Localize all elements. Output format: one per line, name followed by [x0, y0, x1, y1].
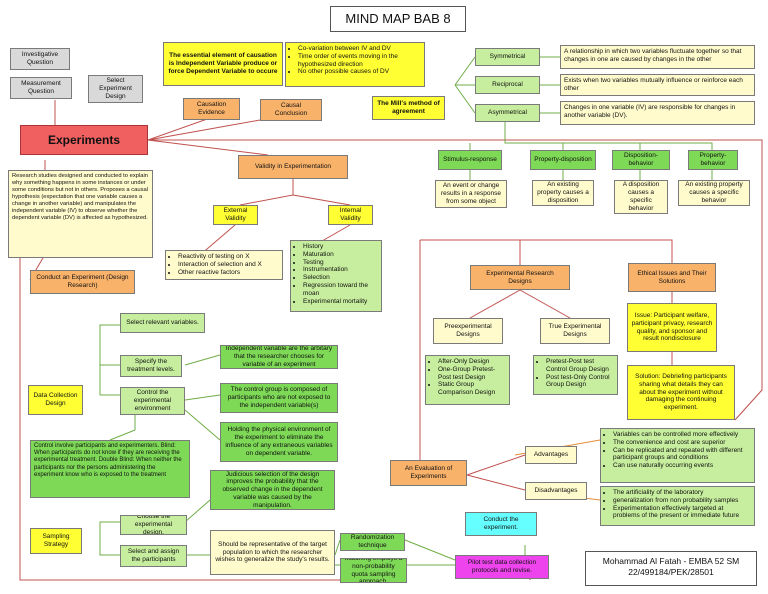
specify-treatment-node: Specify the treatment levels.: [120, 355, 182, 377]
measurement-question-node: Measurement Question: [10, 77, 72, 99]
internal-validity-item: Maturation: [303, 251, 378, 259]
advantages-item: The convenience and cost are superior: [613, 439, 751, 447]
mills-method-node: The Mill's method of agreement: [372, 96, 445, 120]
covariation-item: No other possible causes of DV: [298, 68, 421, 76]
true-experimental-item: Post test-Only Control Group Design: [546, 374, 614, 390]
stimulus-response-node: Stimulus-response: [438, 150, 502, 170]
disadvantages-item: Experimentation effectively targeted at …: [613, 505, 751, 521]
symmetrical-definition-node: A relationship in which two variables fl…: [560, 45, 755, 69]
asymmetrical-definition-node: Changes in one variable (IV) are respons…: [560, 101, 755, 125]
covariation-item: Co-variation between IV and DV: [298, 45, 421, 53]
external-validity-item: Reactivity of testing on X: [178, 253, 279, 261]
preexperimental-item: Static Group Comparison Design: [438, 381, 506, 397]
covariation-item: Time order of events moving in the hypot…: [298, 53, 421, 69]
investigative-question-node: Investigative Question: [10, 48, 70, 70]
preexperimental-item: One-Group Pretest-Post test Design: [438, 366, 506, 382]
internal-validity-item: Experimental mortality: [303, 298, 378, 306]
select-experiment-design-node: Select Experiment Design: [88, 75, 143, 103]
data-collection-design-node: Data Collection Design: [28, 385, 83, 415]
preexperimental-items: After-Only Design One-Group Pretest-Post…: [425, 355, 510, 405]
preexperimental-designs-node: Preexperimental Designs: [433, 318, 503, 344]
internal-validity-item: Instrumentation: [303, 266, 378, 274]
control-group-definition-node: The control group is composed of partici…: [220, 383, 338, 413]
select-relevant-variables-node: Select relevant variables.: [120, 313, 205, 333]
disadvantages-node: Disadvantages: [525, 482, 587, 500]
conduct-experiment-node: Conduct an Experiment (Design Research): [30, 270, 135, 294]
internal-validity-item: Regression toward the moan: [303, 282, 378, 298]
reciprocal-definition-node: Exists when two variables mutually influ…: [560, 74, 755, 96]
disadvantages-item: The artificiality of the laboratory: [613, 489, 751, 497]
holding-environment-node: Holding the physical environment of the …: [220, 422, 338, 462]
covariation-node: Co-variation between IV and DV Time orde…: [285, 42, 425, 87]
author-box: Mohammad Al Fatah - EMBA 52 SM 22/499184…: [585, 551, 757, 586]
external-validity-item: Interaction of selection and X: [178, 261, 279, 269]
pilot-test-node: Pilot test data collection protocols and…: [455, 555, 549, 579]
advantages-items: Variables can be controlled more effecti…: [600, 428, 755, 483]
stimulus-response-definition-node: An event or change results in a response…: [435, 180, 507, 208]
ethical-issues-node: Ethical Issues and Their Solutions: [628, 263, 716, 292]
author-id: 22/499184/PEK/28501: [628, 567, 714, 578]
advantages-item: Can use naturally occurring events: [613, 462, 751, 470]
randomization-node: Randomization technique: [340, 533, 405, 551]
author-name: Mohammad Al Fatah - EMBA 52 SM: [602, 556, 740, 566]
experimental-research-designs-node: Experimental Research Designs: [470, 265, 570, 290]
solution-node: Solution: Debriefing participants sharin…: [627, 365, 735, 420]
asymmetrical-node: Asymmetrical: [475, 104, 540, 122]
advantages-node: Advantages: [525, 446, 577, 464]
true-experimental-items: Pretest-Post test Control Group Design P…: [533, 355, 618, 395]
control-involve-node: Control involve participants and experim…: [30, 440, 190, 498]
preexperimental-item: After-Only Design: [438, 358, 506, 366]
matching-node: Matching employs a non-probability quota…: [340, 558, 407, 583]
select-assign-node: Select and assign the participants: [120, 545, 187, 567]
sampling-strategy-node: Sampling Strategy: [30, 528, 82, 554]
choose-design-node: Choose the experimental design.: [120, 515, 187, 535]
judicious-selection-node: Judicious selection of the design improv…: [210, 470, 335, 510]
experiments-definition-node: Research studies designed and conducted …: [8, 170, 153, 258]
true-experimental-item: Pretest-Post test Control Group Design: [546, 358, 614, 374]
issue-node: Issue: Participant welfare, participant …: [627, 303, 717, 352]
external-validity-item: Other reactive factors: [178, 269, 279, 277]
property-behavior-definition-node: An existing property causes a specific b…: [678, 180, 750, 206]
representative-node: Should be representative of the target p…: [210, 530, 335, 575]
property-behavior-node: Property-behavior: [688, 150, 738, 170]
property-disposition-definition-node: An existing property causes a dispositio…: [532, 180, 594, 206]
causation-evidence-node: Causation Evidence: [183, 98, 240, 120]
property-disposition-node: Property-disposition: [530, 150, 596, 170]
internal-validity-item: History: [303, 243, 378, 251]
control-environment-node: Control the experimental environment: [120, 387, 185, 415]
evaluation-node: An Evaluation of Experiments: [390, 460, 467, 486]
disadvantages-items: The artificiality of the laboratory gene…: [600, 486, 755, 526]
internal-validity-item: Selection: [303, 274, 378, 282]
validity-node: Validity in Experimentation: [238, 155, 348, 179]
advantages-item: Can be replicated and repeated with diff…: [613, 447, 751, 463]
disposition-behavior-node: Disposition-behavior: [612, 150, 670, 170]
internal-validity-node: Internal Validity: [328, 205, 373, 225]
reciprocal-node: Reciprocal: [475, 76, 540, 94]
independent-variable-definition-node: Independent variable are the arbitary th…: [220, 345, 338, 369]
disposition-behavior-definition-node: A disposition causes a specific behavior: [614, 180, 668, 214]
causal-conclusion-node: Causal Conclusion: [260, 99, 322, 121]
conduct-the-experiment-node: Conduct the experiment.: [465, 512, 537, 536]
advantages-item: Variables can be controlled more effecti…: [613, 431, 751, 439]
causation-essential-node: The essential element of causation is In…: [163, 42, 283, 86]
symmetrical-node: Symmetrical: [475, 48, 540, 66]
internal-validity-item: Testing: [303, 259, 378, 267]
true-experimental-designs-node: True Experimental Designs: [540, 318, 610, 344]
disadvantages-item: generalization from non probability samp…: [613, 497, 751, 505]
experiments-central-node: Experiments: [20, 125, 148, 155]
external-validity-items: Reactivity of testing on X Interaction o…: [165, 250, 283, 280]
mind-map-title: MIND MAP BAB 8: [330, 6, 466, 32]
internal-validity-items: History Maturation Testing Instrumentati…: [290, 240, 382, 312]
external-validity-node: External Validity: [213, 205, 258, 225]
